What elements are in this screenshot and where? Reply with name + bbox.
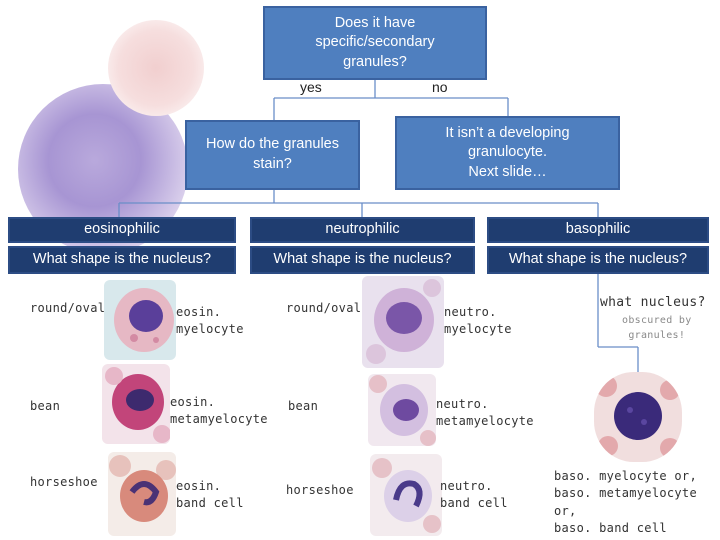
neutrophil-nucleus-question-text: What shape is the nucleus? [273, 251, 452, 268]
neutro-metamyelocyte-cell-drawing [369, 375, 436, 446]
neutro-myelocyte-image [362, 276, 444, 368]
eosinophilic-label: eosinophilic [84, 221, 160, 238]
neutro-myelocyte-cell-drawing [366, 279, 441, 364]
eosin-band-cell-drawing [109, 455, 176, 522]
eosin-shape-horseshoe: horseshoe [30, 475, 98, 489]
not-granulocyte-text: It isn’t a developing granulocyte. Next … [445, 124, 570, 180]
neutrophil-nucleus-question: What shape is the nucleus? [250, 246, 475, 274]
stain-question-box: How do the granules stain? [185, 120, 360, 190]
neutro-band-image [370, 454, 442, 536]
eosin-metamyelocyte-cell-drawing [105, 367, 170, 443]
neutro-shape-round: round/oval [286, 301, 362, 315]
stain-question-text: How do the granules stain? [206, 136, 339, 172]
basophil-nucleus-question: What shape is the nucleus? [487, 246, 709, 274]
eosin-shape-round: round/oval [30, 301, 106, 315]
basophil-nucleus-question-text: What shape is the nucleus? [508, 251, 688, 268]
granules-question-text: Does it have specific/secondary granules… [315, 14, 435, 70]
neutrophilic-box: neutrophilic [250, 217, 475, 243]
baso-result-label: baso. myelocyte or, baso. metamyelocyte … [554, 469, 697, 536]
neutro-shape-horseshoe: horseshoe [286, 483, 354, 497]
basophilic-label: basophilic [565, 221, 631, 238]
baso-what-nucleus: what nucleus? [600, 295, 706, 310]
no-label: no [432, 79, 448, 95]
eosin-band-label: eosin. band cell [176, 479, 244, 511]
eosin-metamyelocyte-label: eosin. metamyelocyte [170, 395, 268, 427]
eosin-myelocyte-label: eosin. myelocyte [176, 305, 244, 337]
neutro-band-cell-drawing [372, 458, 441, 533]
neutro-myelocyte-label: neutro. myelocyte [444, 305, 512, 337]
neutro-metamyelocyte-image [368, 374, 436, 446]
eosin-metamyelocyte-image [102, 364, 170, 444]
basophil-cell-drawing [595, 375, 680, 458]
eosinophilic-box: eosinophilic [8, 217, 236, 243]
eosin-shape-bean: bean [30, 399, 61, 413]
yes-label: yes [300, 79, 322, 95]
eosin-myelocyte-image [104, 280, 176, 360]
basophilic-box: basophilic [487, 217, 709, 243]
basophil-image [594, 372, 682, 462]
granules-question-box: Does it have specific/secondary granules… [263, 6, 487, 80]
eosin-band-image [108, 452, 176, 536]
eosinophil-nucleus-question-text: What shape is the nucleus? [32, 251, 212, 268]
eosinophil-nucleus-question: What shape is the nucleus? [8, 246, 236, 274]
background-cell-small [108, 20, 204, 116]
eosin-myelocyte-cell-drawing [114, 288, 174, 352]
neutrophilic-label: neutrophilic [325, 221, 400, 238]
not-granulocyte-box: It isn’t a developing granulocyte. Next … [395, 116, 620, 190]
baso-obscured-note: obscured by granules! [622, 315, 692, 341]
neutro-shape-bean: bean [288, 399, 319, 413]
neutro-band-label: neutro. band cell [440, 479, 508, 511]
neutro-metamyelocyte-label: neutro. metamyelocyte [436, 397, 534, 429]
